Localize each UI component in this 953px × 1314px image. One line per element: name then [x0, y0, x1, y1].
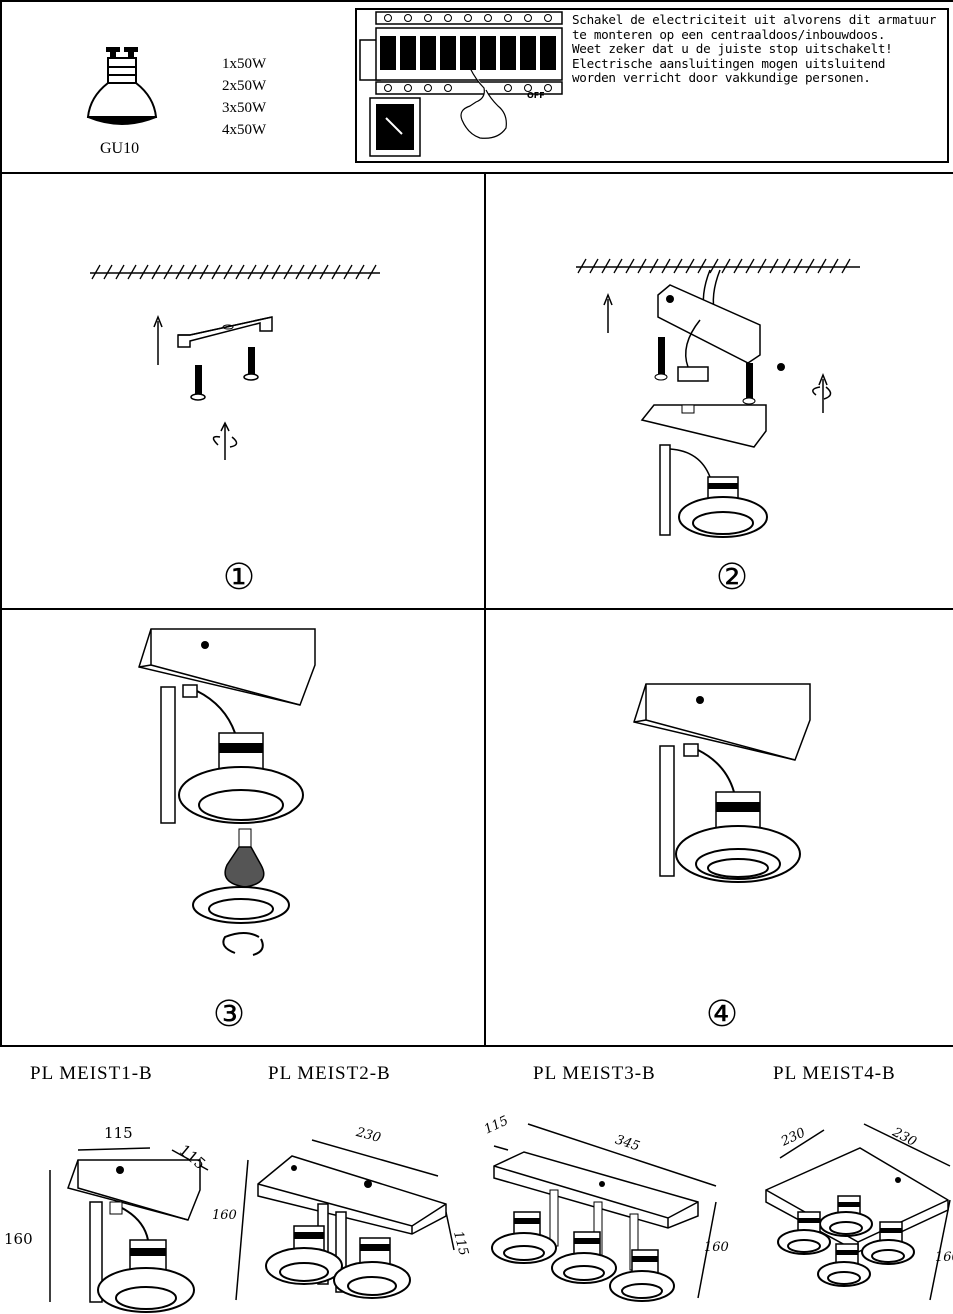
- model-1-drawing: [40, 1130, 230, 1314]
- bulb-insertion-icon: [138, 628, 316, 956]
- step-number-2: ②: [715, 557, 749, 598]
- assembled-fixture-icon: [633, 683, 811, 883]
- model-2-drawing: [232, 1130, 482, 1314]
- model-2-dim-height: 160: [212, 1208, 237, 1223]
- wattage-item: 4x50W: [222, 122, 267, 138]
- fuse-off-label: OFF: [527, 91, 545, 100]
- warning-line: te monteren op een centraaldoos/inbouwdo…: [572, 26, 886, 42]
- step-2-illustration: [570, 255, 870, 555]
- model-name-4: PL MEIST4-B: [773, 1063, 896, 1084]
- model-3-drawing: [480, 1120, 730, 1314]
- step-3-illustration: [135, 625, 335, 965]
- step-number-3: ③: [212, 994, 246, 1035]
- double-spotlight-icon: [235, 1139, 455, 1301]
- model-1-dim-height: 160: [4, 1230, 33, 1248]
- outer-border-top: [0, 0, 953, 2]
- wiring-assembly-icon: [576, 258, 860, 538]
- warning-box: [355, 8, 949, 163]
- model-name-1: PL MEIST1-B: [30, 1063, 153, 1084]
- divider-h2: [0, 608, 953, 610]
- bulb-section: [80, 45, 170, 135]
- step-number-4: ④: [705, 994, 739, 1035]
- divider-v1: [484, 173, 486, 1046]
- warning-line: Schakel de electriciteit uit alvorens di…: [572, 12, 937, 27]
- model-4-drawing: [760, 1120, 953, 1314]
- wattage-item: 1x50W: [222, 56, 267, 72]
- outer-border-left: [0, 0, 2, 1046]
- switch-off-label: OFF: [372, 150, 386, 157]
- divider-h1: [0, 172, 953, 174]
- fuse-panel-illustration: [358, 10, 568, 160]
- wattage-item: 2x50W: [222, 78, 267, 94]
- model-name-2: PL MEIST2-B: [268, 1063, 391, 1084]
- mounting-bracket-icon: [90, 264, 380, 460]
- quad-spotlight-icon: [765, 1123, 951, 1301]
- wattage-list: 1x50W 2x50W 3x50W 4x50W: [222, 53, 266, 141]
- gu10-bulb-icon: [86, 47, 158, 125]
- wattage-item: 3x50W: [222, 100, 267, 116]
- single-spotlight-icon: [49, 1147, 209, 1313]
- step-number-1: ①: [222, 557, 256, 598]
- fuse-panel-icon: [359, 11, 563, 157]
- warning-line: Electrische aansluitingen mogen uitsluit…: [572, 55, 886, 71]
- model-name-3: PL MEIST3-B: [533, 1063, 656, 1084]
- triple-spotlight-icon: [491, 1123, 717, 1302]
- bulb-type-label: GU10: [100, 140, 140, 157]
- warning-line: worden verricht door vakkundige personen…: [572, 70, 871, 85]
- step-1-illustration: [80, 255, 400, 475]
- model-4-dim-height: 160: [935, 1250, 953, 1265]
- model-3-dim-height: 160: [704, 1240, 729, 1255]
- step-4-illustration: [630, 680, 830, 900]
- warning-text: Schakel de electriciteit uit alvorens di…: [572, 12, 937, 86]
- divider-h3: [0, 1045, 953, 1047]
- warning-line: Weet zeker dat u de juiste stop uitschak…: [572, 41, 893, 56]
- model-1-dim-width: 115: [104, 1124, 133, 1142]
